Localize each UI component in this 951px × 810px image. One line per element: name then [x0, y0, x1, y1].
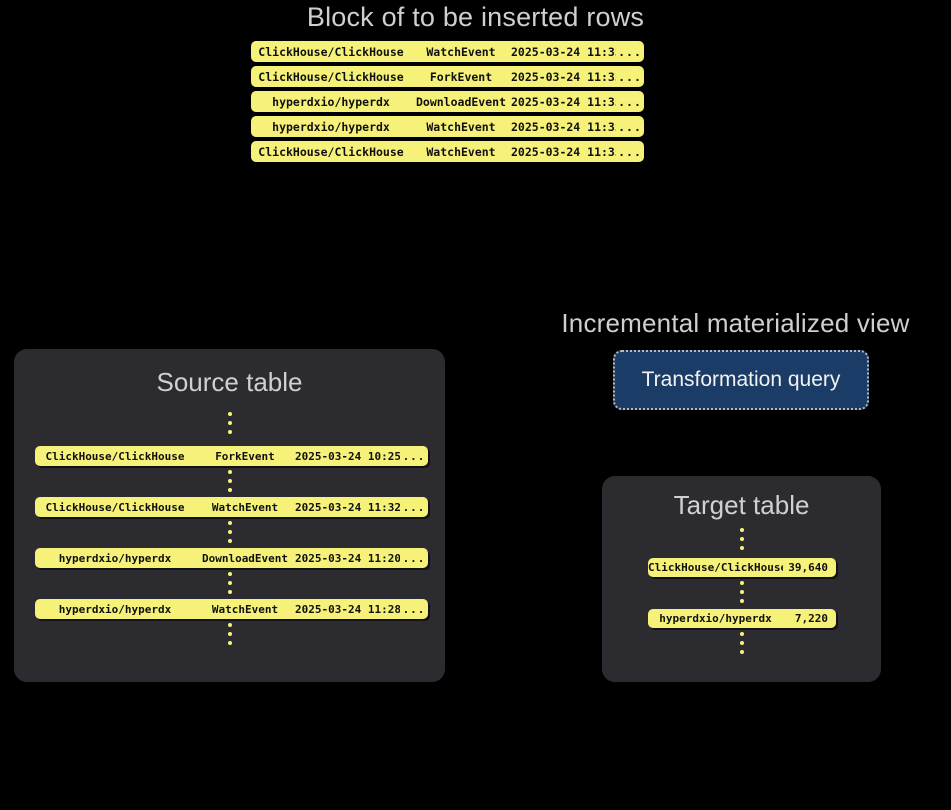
cell-repository: hyperdxio/hyperdx — [58, 551, 172, 565]
table-row: ClickHouse/ClickHouse 39,640 — [648, 558, 836, 577]
materialized-view-title: Incremental materialized view — [561, 308, 910, 338]
cell-count: 7,220 — [794, 612, 828, 625]
cell-timestamp: 2025-03-24 11:35:44 — [511, 69, 616, 84]
vertical-ellipsis — [739, 528, 745, 550]
cell-timestamp: 2025-03-24 11:20:12 — [295, 551, 400, 565]
table-row: ClickHouse/ClickHouse WatchEvent 2025-03… — [35, 497, 428, 517]
vertical-ellipsis — [227, 412, 233, 434]
vertical-ellipsis — [227, 470, 233, 492]
cell-repository: hyperdxio/hyperdx — [272, 94, 390, 109]
cell-more-ellipsis: ... — [402, 551, 426, 565]
cell-event-type: WatchEvent — [211, 602, 279, 616]
cell-repository: ClickHouse/ClickHouse — [45, 500, 185, 514]
target-table-panel: Target table ClickHouse/ClickHouse 39,64… — [602, 476, 881, 682]
cell-more-ellipsis: ... — [618, 144, 642, 159]
cell-timestamp: 2025-03-24 11:35:54 — [511, 144, 616, 159]
cell-more-ellipsis: ... — [618, 119, 642, 134]
table-row: ClickHouse/ClickHouse ForkEvent 2025-03-… — [35, 446, 428, 466]
cell-repository: ClickHouse/ClickHouse — [258, 69, 404, 84]
cell-timestamp: 2025-03-24 10:25:00 — [295, 449, 400, 463]
table-row: hyperdxio/hyperdx WatchEvent 2025-03-24 … — [35, 599, 428, 619]
cell-timestamp: 2025-03-24 11:28:32 — [295, 602, 400, 616]
cell-more-ellipsis: ... — [618, 44, 642, 59]
cell-repository: ClickHouse/ClickHouse — [45, 449, 185, 463]
cell-more-ellipsis: ... — [402, 602, 426, 616]
cell-count: 39,640 — [788, 561, 828, 574]
source-table-panel: Source table ClickHouse/ClickHouse ForkE… — [14, 349, 445, 682]
table-row: hyperdxio/hyperdx DownloadEvent 2025-03-… — [35, 548, 428, 568]
cell-more-ellipsis: ... — [402, 449, 426, 463]
vertical-ellipsis — [227, 521, 233, 543]
cell-event-type: ForkEvent — [429, 69, 493, 84]
cell-repository: hyperdxio/hyperdx — [272, 119, 390, 134]
cell-event-type: ForkEvent — [215, 449, 275, 463]
vertical-ellipsis — [739, 581, 745, 603]
cell-event-type: WatchEvent — [426, 144, 496, 159]
cell-event-type: WatchEvent — [211, 500, 279, 514]
table-row: ClickHouse/ClickHouse WatchEvent 2025-03… — [251, 41, 644, 62]
cell-timestamp: 2025-03-24 11:32:54 — [295, 500, 400, 514]
cell-timestamp: 2025-03-24 11:35:40 — [511, 44, 616, 59]
vertical-ellipsis — [739, 632, 745, 654]
table-row: hyperdxio/hyperdx DownloadEvent 2025-03-… — [251, 91, 644, 112]
cell-event-type: WatchEvent — [426, 44, 496, 59]
block-title: Block of to be inserted rows — [306, 2, 645, 32]
source-table-title: Source table — [156, 367, 303, 397]
target-table-title: Target table — [673, 490, 810, 520]
cell-repository: ClickHouse/ClickHouse — [648, 561, 783, 574]
table-row: ClickHouse/ClickHouse WatchEvent 2025-03… — [251, 141, 644, 162]
cell-repository: ClickHouse/ClickHouse — [258, 144, 404, 159]
table-row: hyperdxio/hyperdx WatchEvent 2025-03-24 … — [251, 116, 644, 137]
cell-repository: ClickHouse/ClickHouse — [258, 44, 404, 59]
vertical-ellipsis — [227, 623, 233, 645]
table-row: ClickHouse/ClickHouse ForkEvent 2025-03-… — [251, 66, 644, 87]
cell-repository: hyperdxio/hyperdx — [659, 612, 772, 625]
cell-event-type: DownloadEvent — [201, 551, 289, 565]
table-row: hyperdxio/hyperdx 7,220 — [648, 609, 836, 628]
cell-more-ellipsis: ... — [618, 69, 642, 84]
cell-timestamp: 2025-03-24 11:35:52 — [511, 119, 616, 134]
cell-more-ellipsis: ... — [402, 500, 426, 514]
transformation-query-box[interactable]: Transformation query — [613, 350, 869, 410]
cell-timestamp: 2025-03-24 11:35:48 — [511, 94, 616, 109]
cell-more-ellipsis: ... — [618, 94, 642, 109]
cell-event-type: WatchEvent — [426, 119, 496, 134]
cell-repository: hyperdxio/hyperdx — [58, 602, 172, 616]
vertical-ellipsis — [227, 572, 233, 594]
cell-event-type: DownloadEvent — [415, 94, 506, 109]
